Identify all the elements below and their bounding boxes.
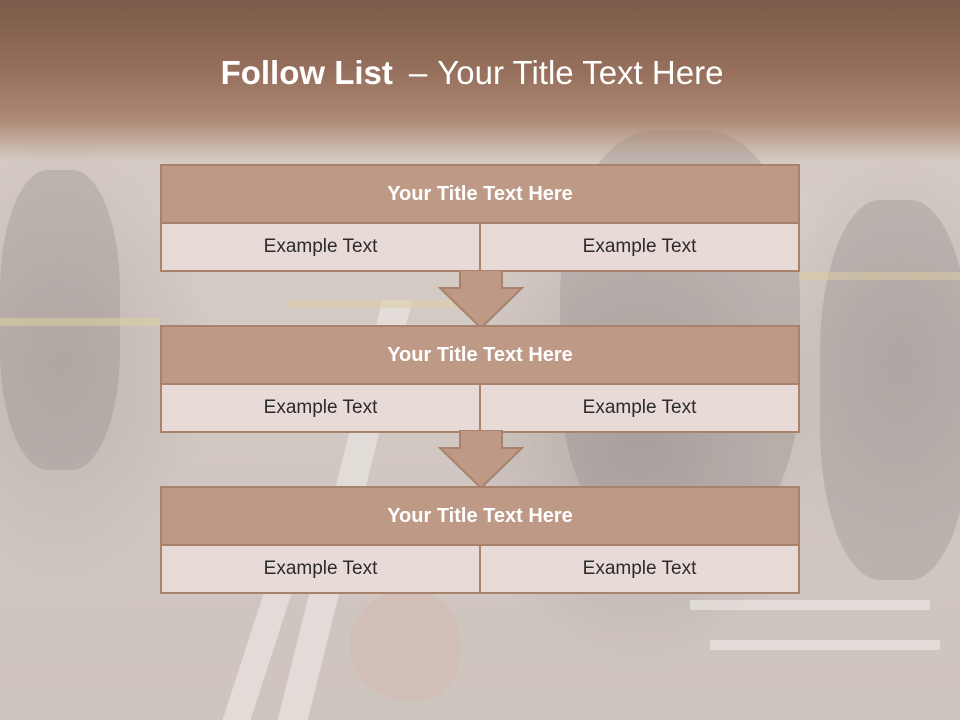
slide-title: Follow List–Your Title Text Here xyxy=(0,54,944,92)
down-arrow-icon xyxy=(438,270,524,330)
slide-title-separator: – xyxy=(408,54,428,91)
header-band xyxy=(0,0,960,160)
runner-figure xyxy=(820,200,960,580)
lane-marking xyxy=(800,272,960,280)
step-title: Your Title Text Here xyxy=(162,166,798,224)
lane-line xyxy=(710,640,940,650)
step-cell-left: Example Text xyxy=(263,397,378,418)
step-title: Your Title Text Here xyxy=(162,327,798,385)
step-cell-left: Example Text xyxy=(263,558,378,579)
step-cell-right: Example Text xyxy=(479,385,798,431)
step-box-2: Your Title Text Here Example Text Exampl… xyxy=(160,325,800,433)
step-row: Example Text Example Text xyxy=(162,385,798,431)
down-arrow-icon xyxy=(438,430,524,490)
step-box-1: Your Title Text Here Example Text Exampl… xyxy=(160,164,800,272)
lane-marking xyxy=(290,300,470,308)
step-cell-right: Example Text xyxy=(479,224,798,270)
slide-title-rest: Your Title Text Here xyxy=(437,54,724,91)
step-cell-left: Example Text xyxy=(263,236,378,257)
step-box-3: Your Title Text Here Example Text Exampl… xyxy=(160,486,800,594)
step-cell-right: Example Text xyxy=(479,546,798,592)
lane-marking xyxy=(0,318,160,326)
step-title: Your Title Text Here xyxy=(162,488,798,546)
runner-hand xyxy=(350,590,460,700)
step-row: Example Text Example Text xyxy=(162,224,798,270)
step-row: Example Text Example Text xyxy=(162,546,798,592)
lane-line xyxy=(690,600,930,610)
slide-title-bold: Follow List xyxy=(220,54,393,91)
